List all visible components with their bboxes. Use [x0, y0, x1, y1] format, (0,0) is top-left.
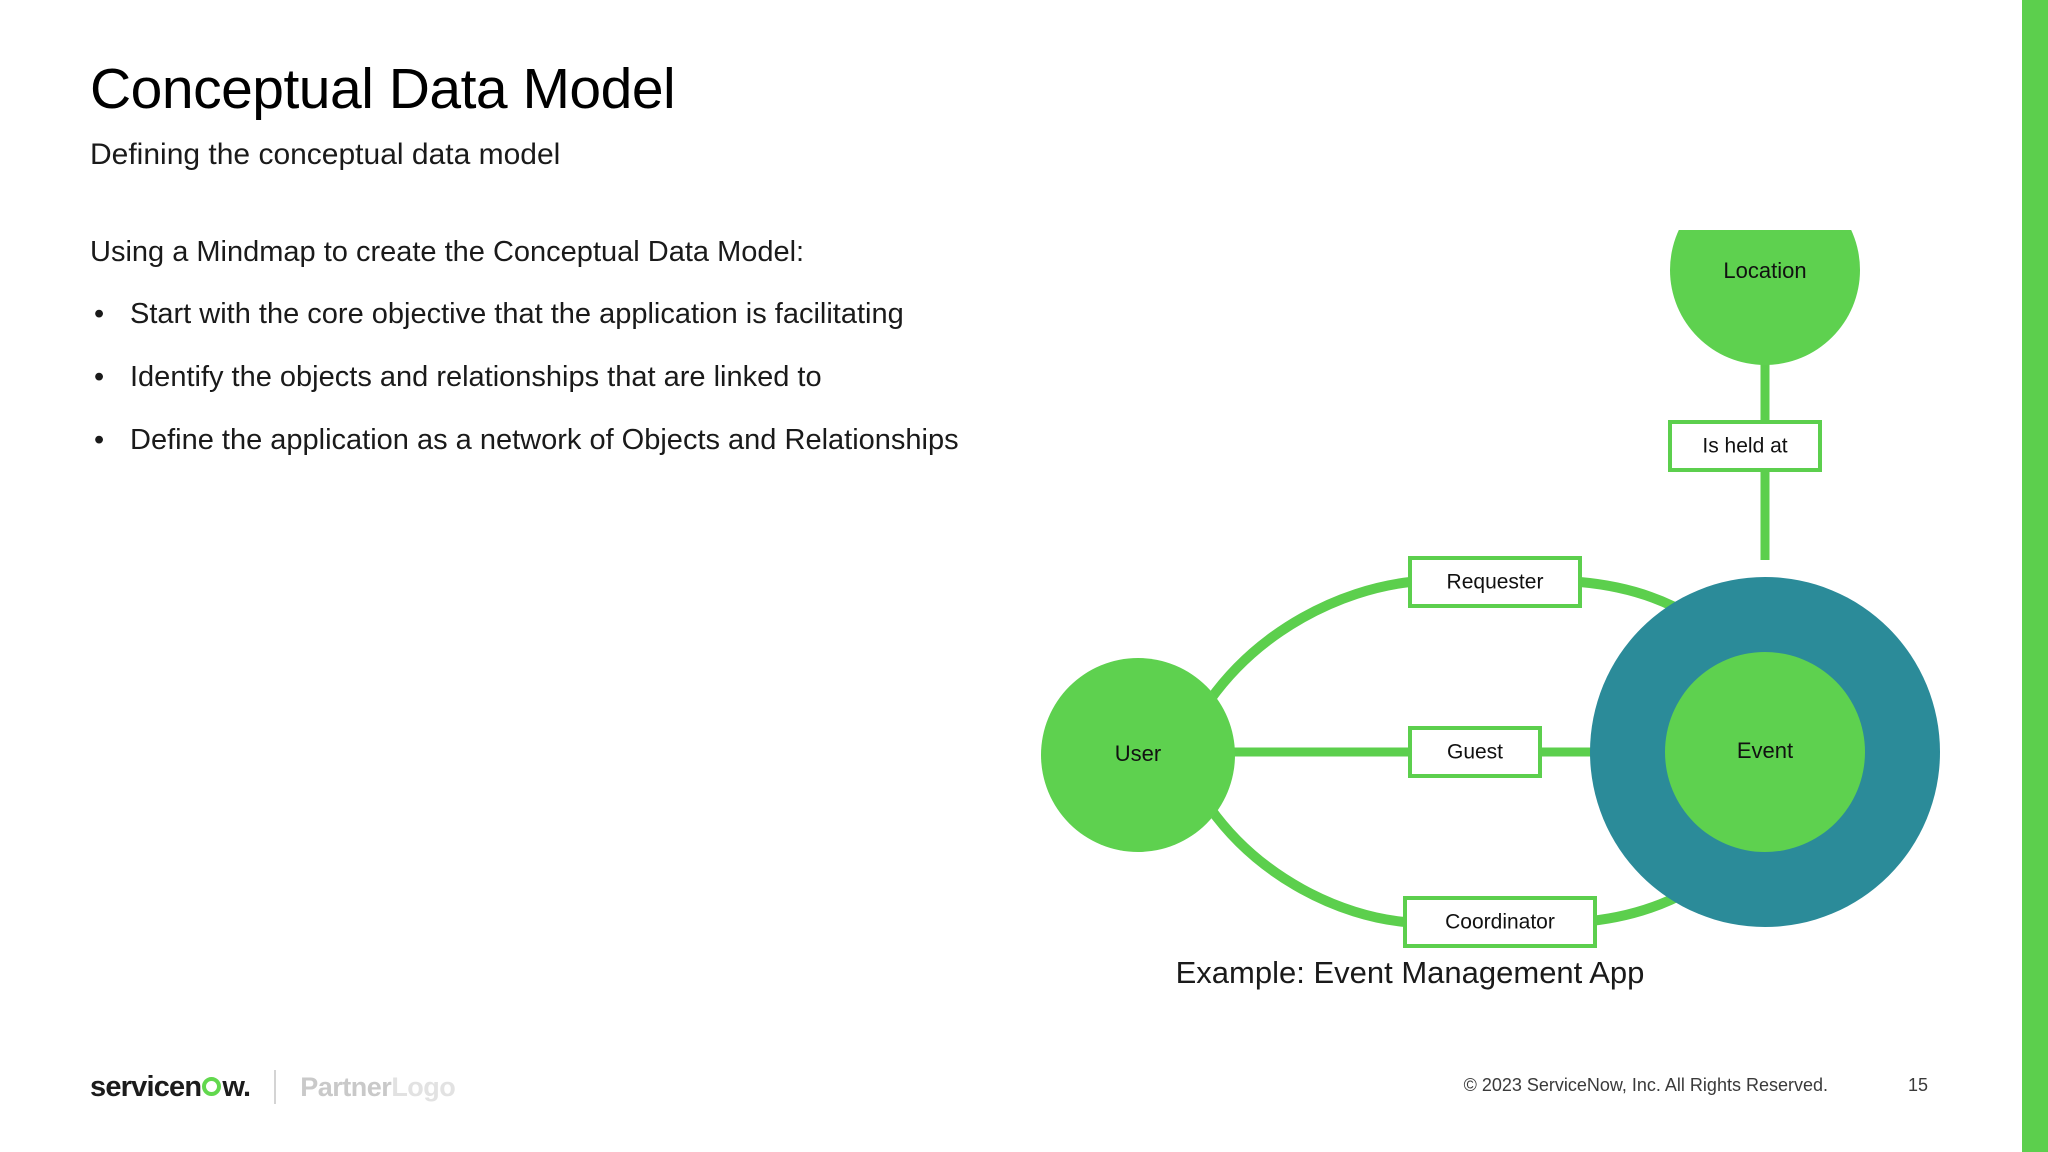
partner-logo-placeholder: PartnerLogo — [300, 1071, 456, 1103]
list-item-text: Identify the objects and relationships t… — [130, 361, 822, 393]
servicenow-logo-text-pre: servicen — [90, 1070, 202, 1103]
lead-line: Using a Mindmap to create the Conceptual… — [90, 235, 805, 268]
body-content: Using a Mindmap to create the Conceptual… — [90, 233, 1050, 462]
logo-group: servicen w. PartnerLogo — [90, 1070, 456, 1104]
page-number: 15 — [1907, 1075, 1928, 1095]
partner-logo-part1: Partner — [300, 1071, 392, 1102]
bullet-list: • Start with the core objective that the… — [90, 294, 1050, 462]
slide-footer: servicen w. PartnerLogo © 2023 ServiceNow… — [0, 1032, 2048, 1152]
rel-label-is-held-at: Is held at — [1702, 435, 1787, 458]
bullet-marker-icon: • — [94, 424, 105, 457]
node-location-circle — [1670, 230, 1860, 365]
connector-requester-left — [1205, 577, 1415, 705]
mindmap-diagram: Location Event User Is held at Requester… — [1010, 230, 1990, 1020]
list-item-text: Define the application as a network of O… — [130, 424, 959, 457]
page-subtitle: Defining the conceptual data model — [90, 137, 561, 171]
right-accent-bar — [2022, 0, 2048, 1152]
list-item: • Define the application as a network of… — [90, 420, 1010, 461]
bullet-marker-icon: • — [94, 297, 105, 330]
node-event-circle — [1665, 652, 1865, 852]
text-column: Conceptual Data Model Defining the conce… — [90, 58, 1050, 483]
rel-box-is-held-at — [1668, 420, 1822, 472]
rel-box-requester — [1408, 556, 1582, 608]
rel-box-coordinator — [1403, 896, 1597, 948]
servicenow-logo-o-icon — [202, 1076, 222, 1096]
node-location-label: Location — [1723, 258, 1806, 283]
list-item-text: Start with the core objective that the a… — [130, 297, 904, 330]
diagram-caption: Example: Event Management App — [1175, 955, 1645, 990]
servicenow-logo: servicen w. — [90, 1070, 251, 1104]
copyright-text: © 2023 ServiceNow, Inc. All Rights Reser… — [1463, 1075, 1828, 1095]
rel-label-requester: Requester — [1447, 571, 1544, 594]
partner-logo-part2: Logo — [391, 1071, 456, 1102]
node-user-circle — [1041, 658, 1235, 852]
servicenow-logo-text-post: w. — [222, 1070, 251, 1103]
connector-coordinator-left — [1205, 803, 1410, 927]
node-user-label: User — [1115, 741, 1161, 766]
rel-label-coordinator: Coordinator — [1445, 911, 1555, 934]
logo-divider — [274, 1070, 277, 1104]
rel-label-guest: Guest — [1447, 741, 1503, 764]
page-title: Conceptual Data Model — [90, 57, 676, 121]
bullet-marker-icon: • — [94, 361, 105, 393]
list-item: • Identify the objects and relationships… — [90, 357, 1010, 398]
node-event-label: Event — [1737, 738, 1793, 763]
list-item: • Start with the core objective that the… — [90, 294, 1010, 335]
rel-box-guest — [1408, 726, 1542, 778]
